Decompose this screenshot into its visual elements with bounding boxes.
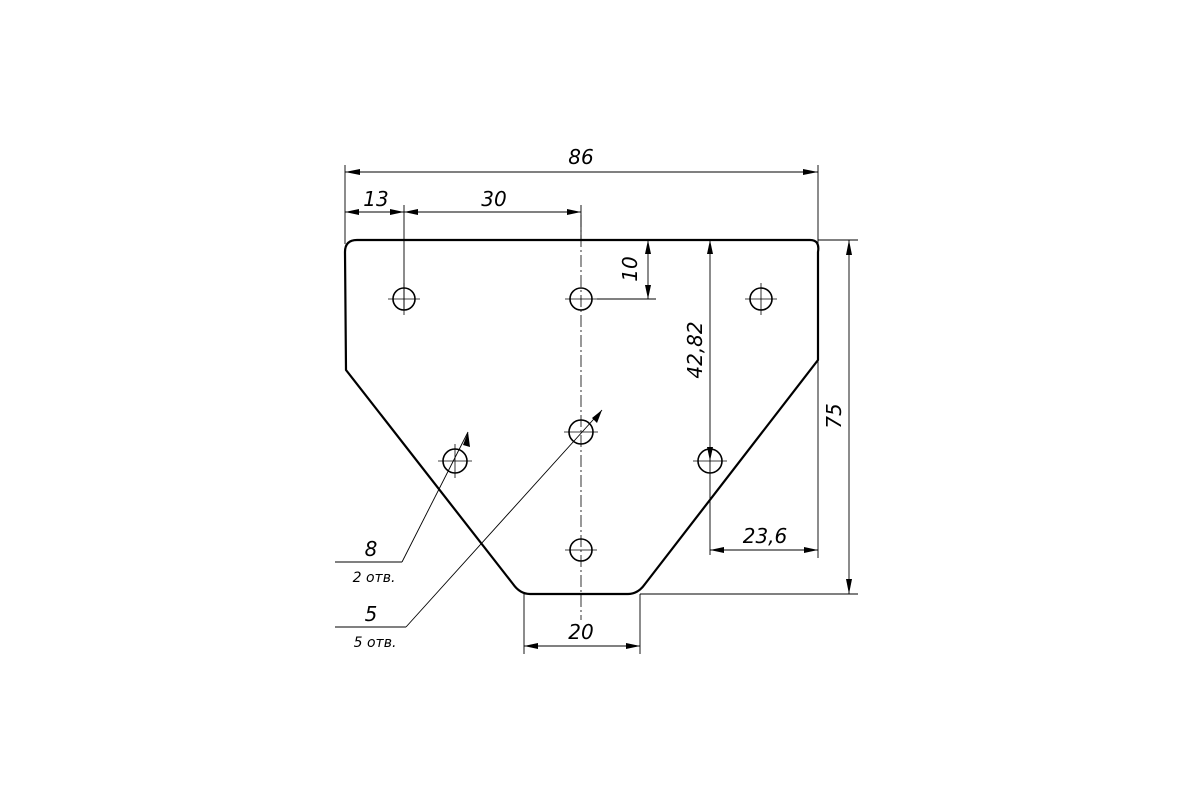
height-label: 75	[822, 403, 846, 428]
dimension-bottom-width: 20	[523, 594, 641, 654]
small-hole-diameter-label: 5	[365, 602, 378, 626]
leader-small-holes: 5 5 отв.	[335, 409, 603, 651]
dimension-overall-width: 86	[344, 145, 819, 244]
overall-width-label: 86	[568, 145, 593, 169]
small-hole-count-label: 5 отв.	[354, 635, 397, 651]
dimension-hole-depth: 42,82	[683, 240, 713, 555]
bottom-width-label: 20	[568, 620, 593, 644]
side-offset-label: 23,6	[743, 524, 788, 548]
dimension-hole-offsets: 13 30	[345, 187, 582, 310]
dimension-height: 75	[640, 239, 858, 595]
large-hole-count-label: 2 отв.	[353, 570, 396, 586]
hole-depth-label: 42,82	[683, 321, 707, 378]
left-offset-label: 13	[363, 187, 388, 211]
plate-outline	[343, 238, 820, 596]
hole-spacing-label: 30	[481, 187, 506, 211]
leader-large-holes: 8 2 отв.	[335, 431, 470, 586]
holes	[388, 283, 777, 562]
top-offset-label: 10	[618, 256, 642, 281]
dimension-top-offset: 10	[597, 240, 656, 300]
large-hole-diameter-label: 8	[365, 537, 378, 561]
dimension-side-offset: 23,6	[710, 360, 819, 558]
